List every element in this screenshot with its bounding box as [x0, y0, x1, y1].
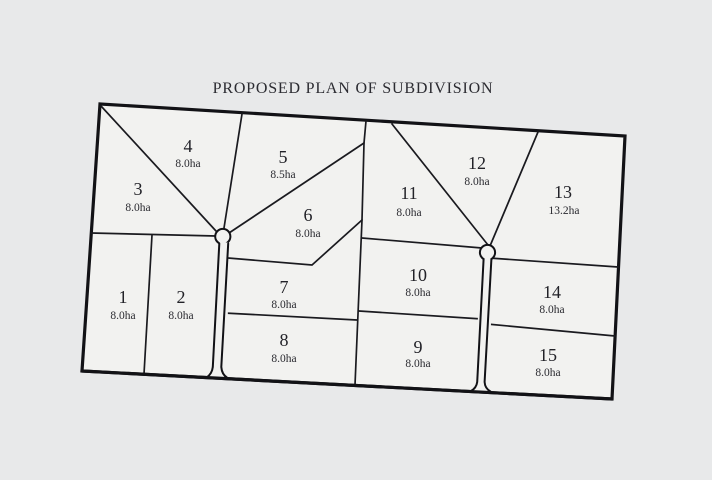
lot-12-number: 12: [468, 153, 486, 173]
lot-15-area: 8.0ha: [535, 367, 560, 379]
lot-label-9: 9 8.0ha: [405, 337, 430, 370]
lot-9-area: 8.0ha: [405, 358, 430, 370]
lot-4-area: 8.0ha: [175, 158, 200, 170]
lot-14-number: 14: [543, 282, 561, 302]
lot-6-number: 6: [304, 205, 313, 225]
lot-boundary-lines: [90, 105, 619, 386]
lot-5-area: 8.5ha: [270, 169, 295, 181]
lot-label-11: 11 8.0ha: [396, 183, 421, 219]
lot-4-number: 4: [184, 136, 193, 156]
lot-label-1: 1 8.0ha: [110, 287, 135, 322]
lot-1-area: 8.0ha: [110, 310, 135, 322]
lot-labels: 1 8.0ha 2 8.0ha 3 8.0ha 4 8.0ha 5 8.5ha …: [110, 136, 579, 379]
boundary-lot3-lot1-2: [90, 232, 217, 237]
lot-label-7: 7 8.0ha: [271, 277, 296, 311]
cul-de-sac-left-icon: [214, 227, 232, 246]
lot-6-area: 8.0ha: [295, 228, 320, 240]
lot-15-number: 15: [539, 345, 557, 365]
lot-11-number: 11: [400, 183, 417, 203]
lot-14-area: 8.0ha: [539, 304, 564, 316]
boundary-lot14-lot15: [486, 323, 616, 337]
lot-5-number: 5: [279, 147, 288, 167]
lot-label-12: 12 8.0ha: [464, 153, 489, 188]
lot-8-area: 8.0ha: [271, 353, 296, 365]
lot-10-number: 10: [409, 265, 427, 285]
lot-7-number: 7: [280, 277, 289, 297]
lot-label-4: 4 8.0ha: [175, 136, 200, 170]
lot-13-area: 13.2ha: [549, 205, 580, 217]
road-right-east-edge: [483, 258, 493, 393]
lot-label-3: 3 8.0ha: [125, 179, 150, 214]
boundary-lot12-lot13: [489, 131, 539, 247]
lot-label-6: 6 8.0ha: [295, 205, 320, 240]
boundary-lot11-lot12: [391, 123, 489, 246]
boundary-lot13-lot14: [488, 257, 619, 268]
page-title: PROPOSED PLAN OF SUBDIVISION: [213, 80, 494, 97]
lot-9-number: 9: [414, 337, 423, 357]
lot-label-13: 13 13.2ha: [549, 182, 580, 217]
lot-label-14: 14 8.0ha: [539, 282, 564, 316]
cul-de-sac-right-icon: [478, 243, 497, 262]
lot-12-area: 8.0ha: [464, 176, 489, 188]
lot-label-5: 5 8.5ha: [270, 147, 295, 181]
lot-3-number: 3: [134, 179, 143, 199]
lot-label-10: 10 8.0ha: [405, 265, 430, 299]
lot-11-area: 8.0ha: [396, 207, 421, 219]
lot-2-area: 8.0ha: [168, 310, 193, 322]
lot-2-number: 2: [177, 287, 186, 307]
boundary-lot10-lot11: [361, 237, 483, 249]
lot-13-number: 13: [554, 182, 572, 202]
lot-1-number: 1: [119, 287, 128, 307]
lot-3-area: 8.0ha: [125, 202, 150, 214]
boundary-lot4-lot5: [223, 113, 243, 229]
lot-8-number: 8: [280, 330, 289, 350]
subdivision-boundary-south-edge: [80, 369, 614, 401]
boundary-lot3-lot4: [100, 105, 217, 232]
lot-label-15: 15 8.0ha: [535, 345, 560, 379]
boundary-lot9-lot10: [358, 310, 483, 320]
boundary-lot1-lot2: [143, 234, 153, 375]
lot-label-8: 8 8.0ha: [271, 330, 296, 365]
lot-label-2: 2 8.0ha: [168, 287, 193, 322]
road-right: [470, 243, 497, 393]
boundary-lot5-lot6: [228, 142, 365, 234]
boundary-lot6-lot7: [227, 219, 363, 266]
boundary-lot7-lot8: [223, 312, 358, 321]
lot-7-area: 8.0ha: [271, 299, 296, 311]
lot-10-area: 8.0ha: [405, 287, 430, 299]
